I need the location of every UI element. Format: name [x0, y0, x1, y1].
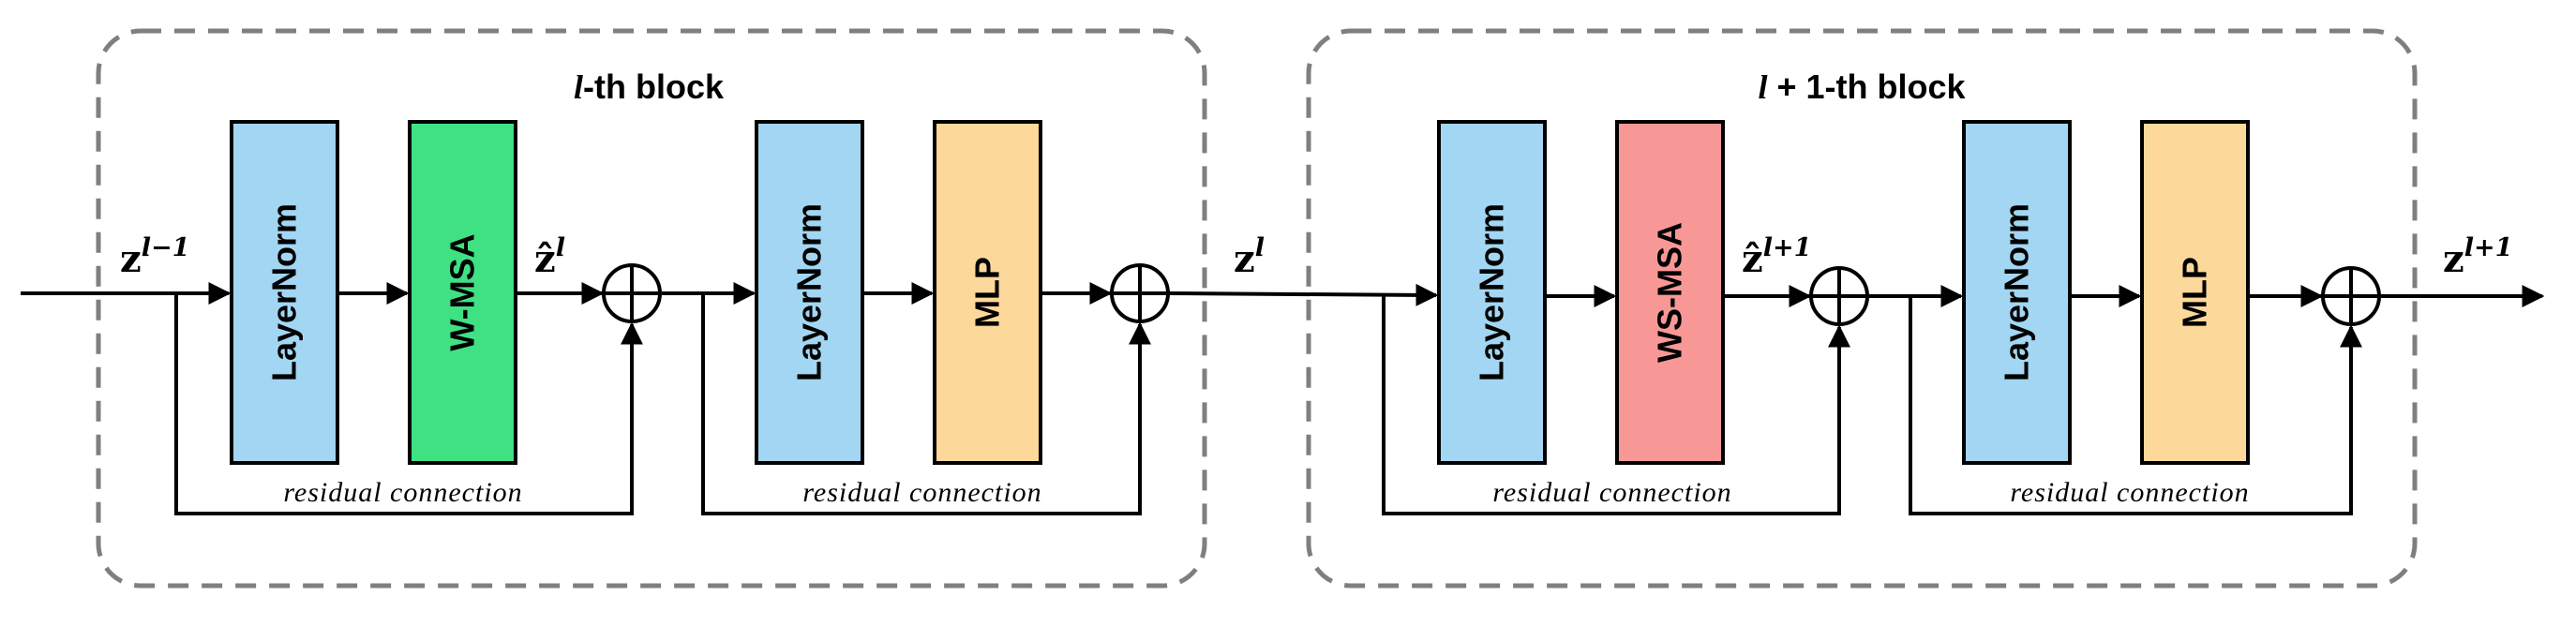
block-l-plus-1-layernorm-1-box	[1437, 120, 1547, 465]
block-l-residual-label-1: residual connection	[283, 477, 522, 508]
block-l-plus-1-wsmsa-label: WS-MSA	[1651, 222, 1689, 363]
block-l-wmsa-box	[408, 120, 517, 465]
output-variable-label: zl+1	[2443, 233, 2512, 281]
block-l-plus-1-layernorm-2-box	[1962, 120, 2072, 465]
block-l-wmsa-label: W-MSA	[443, 233, 482, 350]
block-l-mid-variable-label: ẑl	[534, 233, 565, 281]
block-l-sum-node-2	[1110, 263, 1170, 323]
block-l-plus-1-sum-node-1	[1809, 266, 1869, 326]
block-l-output-variable-label: zl	[1234, 233, 1265, 281]
block-l-residual-path-2	[701, 293, 1151, 515]
block-l-mlp-box	[933, 120, 1042, 465]
block-l-plus-1-sum-node-2	[2321, 266, 2381, 326]
block-l-plus-1-wsmsa-box	[1615, 120, 1725, 465]
block-l: l-th block LayerNorm W-MSA LayerNorm MLP	[21, 28, 1265, 589]
block-l-plus-1: l + 1-th block LayerNorm WS-MSA LayerNor…	[1306, 28, 2545, 589]
block-l-plus-1-residual-label-1: residual connection	[1492, 477, 1731, 508]
block-l-dashed-border	[96, 28, 1207, 589]
block-l-plus-1-mlp-box	[2140, 120, 2250, 465]
block-l-plus-1-title: l + 1-th block	[1758, 67, 1966, 106]
block-l-layernorm-2-label: LayerNorm	[790, 203, 829, 381]
block-l-plus-1-residual-label-2: residual connection	[2010, 477, 2249, 508]
block-l-residual-path-1	[174, 293, 643, 515]
block-l-sum-node-1	[602, 263, 662, 323]
inter-block-arrow	[1167, 283, 1439, 306]
block-l-layernorm-1-box	[230, 120, 339, 465]
block-l-title: l-th block	[574, 67, 725, 106]
block-l-layernorm-1-label: LayerNorm	[265, 203, 304, 381]
block-l-mlp-label: MLP	[968, 257, 1007, 328]
block-l-plus-1-mid-variable-label: ẑl+1	[1742, 233, 1811, 281]
input-variable-label: zl−1	[120, 233, 189, 281]
block-l-plus-1-layernorm-2-label: LayerNorm	[1998, 203, 2036, 381]
block-l-residual-label-2: residual connection	[802, 477, 1041, 508]
block-l-plus-1-dashed-border	[1306, 28, 2418, 589]
block-l-plus-1-residual-path-2	[1909, 296, 2362, 515]
block-l-plus-1-mlp-label: MLP	[2176, 257, 2214, 328]
block-l-plus-1-residual-path-1	[1382, 295, 1850, 515]
block-l-plus-1-layernorm-1-label: LayerNorm	[1473, 203, 1511, 381]
